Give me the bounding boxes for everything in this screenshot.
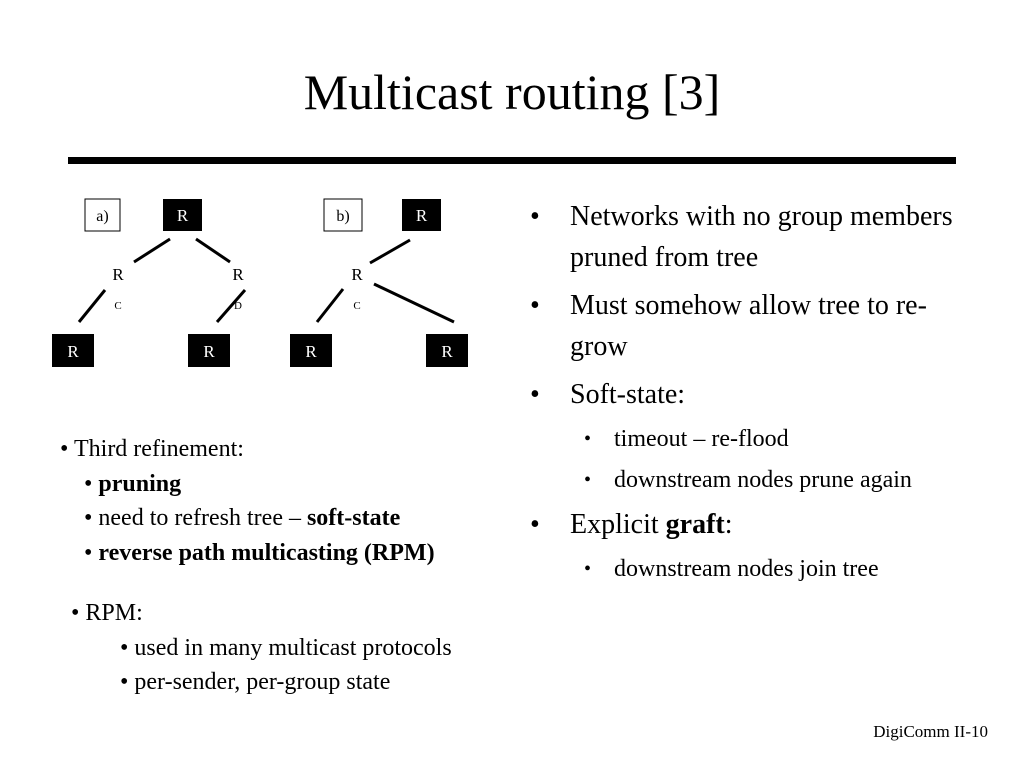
bullet-marker: • <box>530 509 540 540</box>
tree-b-edge-root-mid <box>369 238 411 265</box>
rpm-heading: • RPM: <box>71 596 452 631</box>
tree-a-edge-c-leaf <box>77 289 107 323</box>
third-refinement-block: • Third refinement: • pruning • need to … <box>60 432 435 570</box>
bullet-marker: • <box>120 634 129 661</box>
bullet-text-pre: Explicit <box>570 509 666 540</box>
tree-b-router-c: R <box>351 265 363 284</box>
tree-a-leaf-right-node <box>188 334 230 367</box>
sub-bullet-marker: • <box>584 469 592 491</box>
tree-b-leaf-right-label: R <box>441 342 453 361</box>
tree-a-root-node <box>163 199 202 231</box>
rpm-heading-text: RPM: <box>85 600 143 626</box>
tree-a-label-box <box>84 198 121 232</box>
rpm-item: • reverse path multicasting (RPM) <box>60 536 435 571</box>
tree-b-root-label: R <box>416 206 428 225</box>
tree-a-leaf-right-label: R <box>203 342 215 361</box>
pruning-text: pruning <box>98 470 182 497</box>
tree-a: a) R R C R D R R <box>52 198 247 367</box>
tree-a-edge-root-right <box>195 237 231 264</box>
refresh-tree-item: • need to refresh tree – soft-state <box>60 501 435 536</box>
bullet-text: Soft-state: <box>570 379 686 410</box>
sub-bullet-marker: • <box>584 428 592 450</box>
rpm-usage-text: used in many multicast protocols <box>134 634 452 661</box>
bullet-networks-pruned: • Networks with no group members pruned … <box>530 196 970 278</box>
tree-b: b) R R C R R <box>290 198 468 367</box>
title-divider <box>68 157 956 164</box>
tree-a-edge-d-leaf <box>215 289 247 323</box>
tree-b-leaf-left-node <box>290 334 332 367</box>
bullet-marker: • <box>84 539 93 566</box>
tree-a-leaf-left-label: R <box>67 342 79 361</box>
bullet-regrow: • Must somehow allow tree to re-grow <box>530 285 970 367</box>
sub-bullet-text: timeout – re-flood <box>614 426 789 452</box>
bullet-text-post: : <box>724 509 733 540</box>
tree-a-leaf-left-node <box>52 334 94 367</box>
bullet-marker: • <box>71 600 80 626</box>
tree-b-router-c-sub: C <box>353 300 360 312</box>
heading-text: Third refinement: <box>73 436 244 462</box>
tree-a-root-label: R <box>177 206 189 225</box>
tree-b-edge-c-leaf-right <box>373 282 455 324</box>
sub-bullet-marker: • <box>584 558 592 580</box>
bullet-marker: • <box>530 379 540 410</box>
bullet-marker: • <box>120 669 129 695</box>
slide-footer: DigiComm II-10 <box>873 722 988 741</box>
sub-bullet-text: downstream nodes prune again <box>614 467 912 493</box>
bullet-soft-state: • Soft-state: <box>530 374 970 415</box>
sub-bullet-prune-again: • downstream nodes prune again <box>530 463 970 498</box>
tree-a-label: a) <box>96 208 108 225</box>
soft-state-text: soft-state <box>306 505 401 531</box>
tree-a-router-c-sub: C <box>114 300 121 312</box>
tree-b-label: b) <box>336 208 349 225</box>
rpm-text: reverse path multicasting (RPM) <box>98 539 435 566</box>
rpm-block: • RPM: • used in many multicast protocol… <box>71 596 452 700</box>
rpm-state-text: per-sender, per-group state <box>134 669 391 695</box>
tree-b-root-node <box>402 199 441 231</box>
tree-b-label-box <box>323 198 363 232</box>
sub-bullet-text: downstream nodes join tree <box>614 556 879 582</box>
bullet-text-bold: graft <box>665 509 725 540</box>
third-refinement-heading: • Third refinement: <box>60 432 435 467</box>
tree-a-router-d-sub: D <box>234 300 242 312</box>
rpm-state-item: • per-sender, per-group state <box>71 665 452 700</box>
tree-b-leaf-right-node <box>426 334 468 367</box>
bullet-marker: • <box>60 436 69 462</box>
bullet-marker: • <box>530 201 540 232</box>
tree-b-leaf-left-label: R <box>305 342 317 361</box>
bullet-text: Networks with no group members pruned fr… <box>570 201 953 273</box>
bullet-text: Must somehow allow tree to re-grow <box>570 290 927 362</box>
bullet-marker: • <box>84 505 93 531</box>
bullet-explicit-graft: • Explicit graft: <box>530 504 970 545</box>
bullet-marker: • <box>530 290 540 321</box>
refresh-text: need to refresh tree – <box>98 505 307 531</box>
bullet-marker: • <box>84 470 93 497</box>
sub-bullet-join-tree: • downstream nodes join tree <box>530 552 970 587</box>
rpm-usage-item: • used in many multicast protocols <box>71 631 452 666</box>
multicast-tree-diagram: a) R R C R D R R b) R R C R R <box>52 198 468 367</box>
tree-a-router-c: R <box>112 265 124 284</box>
tree-a-router-d: R <box>232 265 244 284</box>
tree-a-edge-root-left <box>133 237 171 264</box>
tree-b-edge-c-leaf-left <box>315 288 345 323</box>
slide-title: Multicast routing [3] <box>303 64 721 120</box>
pruning-item: • pruning <box>60 467 435 502</box>
right-bullet-list: • Networks with no group members pruned … <box>530 196 970 593</box>
sub-bullet-timeout: • timeout – re-flood <box>530 422 970 457</box>
